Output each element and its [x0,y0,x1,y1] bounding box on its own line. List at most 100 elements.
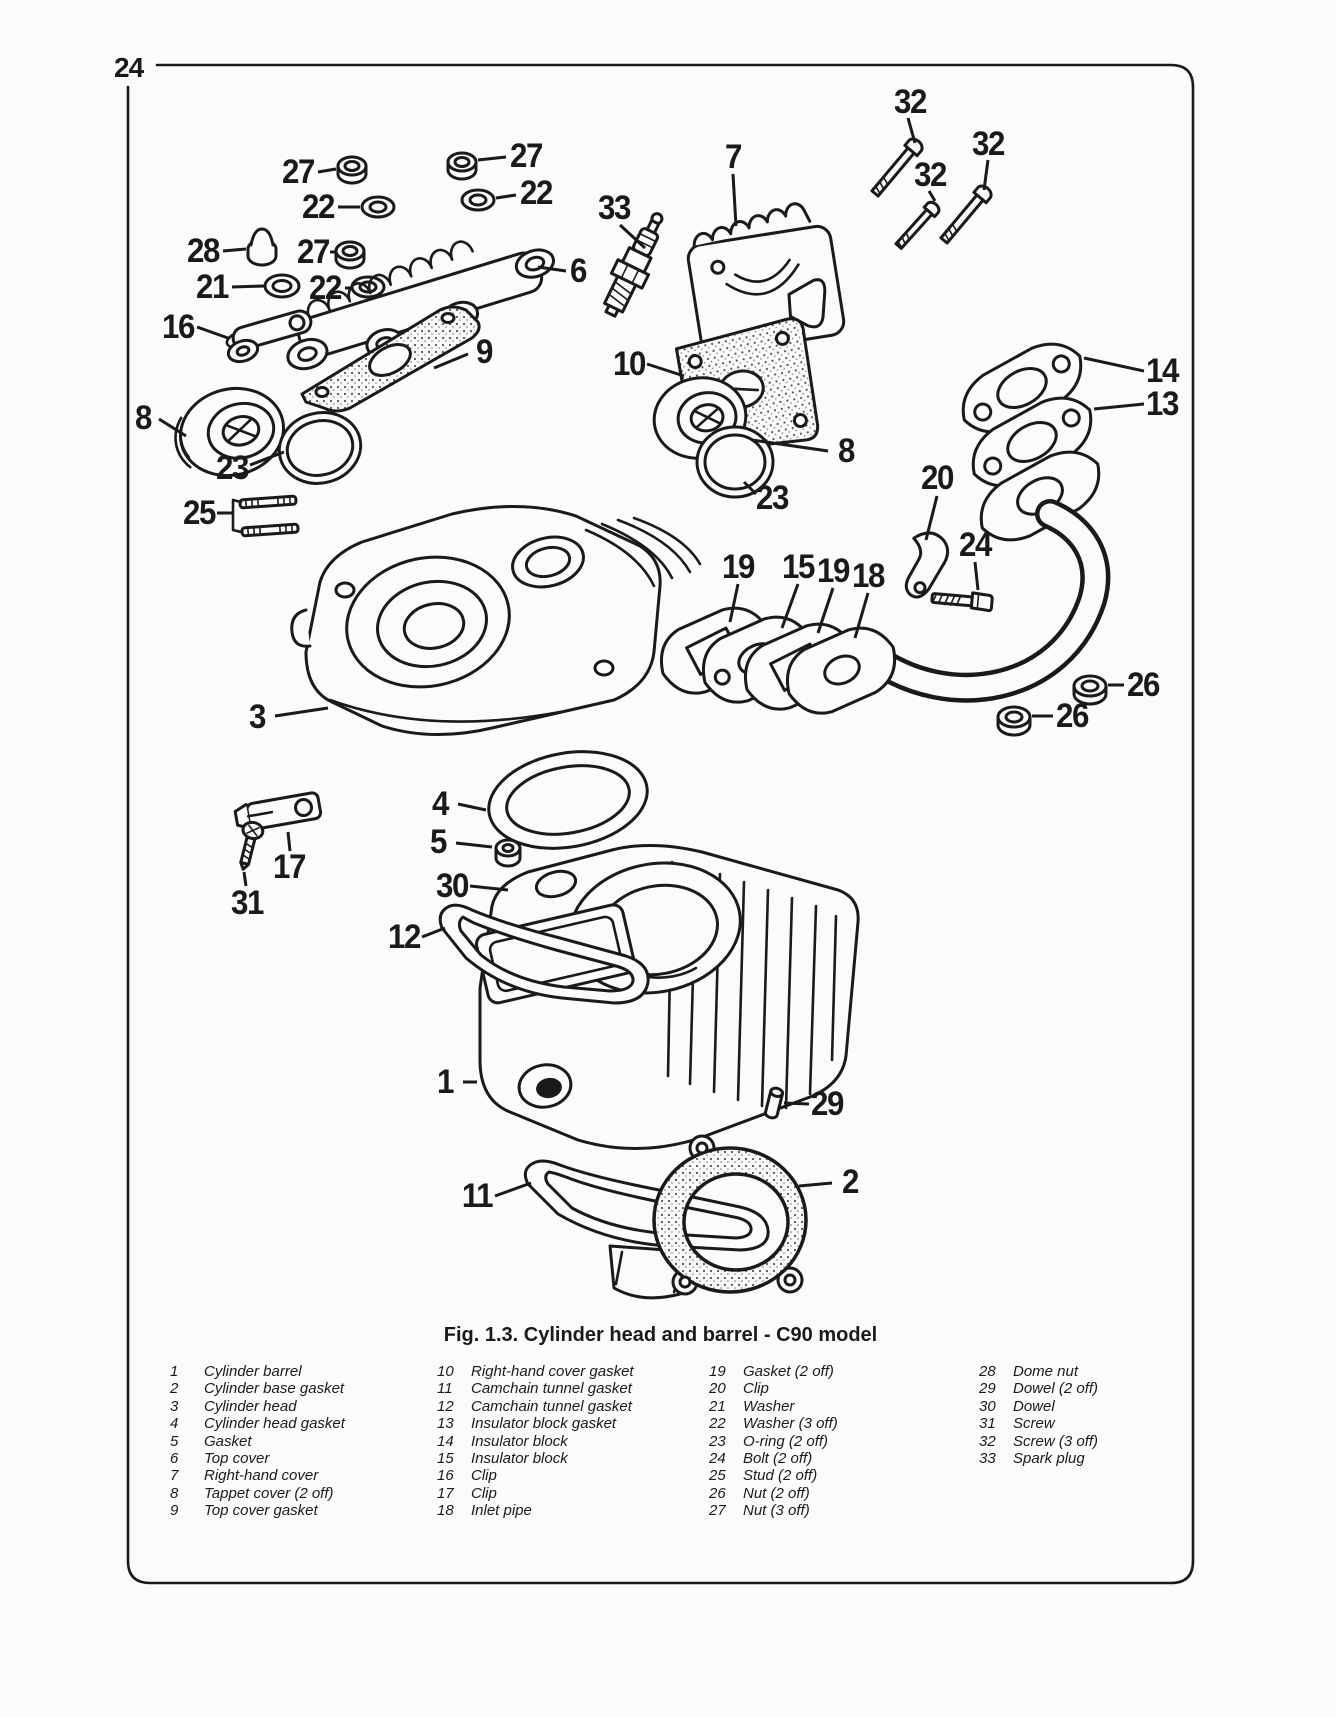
clip-16 [225,309,313,364]
figure-caption: Fig. 1.3. Cylinder head and barrel - C90… [443,1324,878,1346]
leader-line-17 [286,831,292,852]
studs-25 [231,494,300,538]
legend-item-number: 17 [437,1484,454,1502]
legend-item-number: 11 [437,1380,453,1398]
callout-32: 32 [971,125,1005,163]
callout-14: 14 [1145,352,1179,390]
legend-item-name: O-ring (2 off) [743,1432,829,1450]
legend-item-name: Camchain tunnel gasket [471,1380,632,1398]
washer-22-b [460,188,496,212]
leader-line-27 [477,155,507,162]
callout-32: 32 [913,156,947,194]
legend-item-number: 4 [170,1415,179,1433]
legend-item-name: Insulator block [471,1432,568,1450]
nut-27-c [334,240,366,270]
legend-item-number: 6 [170,1450,179,1468]
leader-line-12 [421,926,446,939]
legend-row: 17 Clip [437,1485,634,1502]
callout-33: 33 [597,189,631,227]
callout-19: 19 [721,548,755,586]
legend-item-name: Top cover gasket [204,1502,318,1520]
legend-item-name: Dome nut [1013,1363,1079,1380]
nut-27-b [446,151,478,181]
legend-item-number: 15 [437,1450,454,1468]
legend-item-name: Stud (2 off) [743,1467,818,1485]
legend-item-name: Inlet pipe [471,1502,532,1520]
inlet-pipe-flange [785,626,897,715]
legend-item-number: 21 [709,1397,726,1415]
leader-line-13 [1093,402,1145,411]
callout-21: 21 [195,268,229,306]
leader-line-19 [816,587,835,634]
spark-plug-33 [603,212,664,318]
leader-line-5 [455,841,493,849]
cylinder-head-gasket-4 [487,750,649,850]
legend-item-name: Cylinder barrel [204,1363,302,1380]
legend-item-number: 22 [709,1415,726,1433]
callout-28: 28 [186,232,220,270]
right-hand-cover-7 [686,202,846,356]
nut-27-a [336,155,368,185]
callout-20: 20 [920,459,954,497]
legend-item-name: Gasket [204,1432,252,1450]
screw-31 [239,820,265,871]
nut-26-a [1072,674,1108,706]
leader-line-3 [274,706,329,718]
bolt-24 [930,591,994,613]
clip-20 [904,531,950,599]
leader-lines [158,117,1145,1198]
callout-8: 8 [134,399,152,437]
callout-29: 29 [810,1085,844,1123]
legend-item-name: Gasket (2 off) [743,1363,834,1380]
leader-line-32 [982,159,990,191]
legend-item-name: Screw [1013,1415,1055,1433]
legend-item-name: Dowel (2 off) [1013,1380,1099,1398]
page-number: 24 [114,52,144,83]
cylinder-head-3 [290,505,702,737]
legend-item-number: 29 [979,1380,996,1398]
legend-item-number: 24 [709,1450,726,1468]
washer-21 [263,273,301,299]
callout-27: 27 [296,233,330,271]
top-cover-gasket-9 [300,305,481,413]
legend-item-name: Clip [471,1484,497,1502]
callout-12: 12 [387,918,421,956]
leader-line-8 [158,417,187,438]
legend-item-number: 10 [437,1363,454,1380]
callout-13: 13 [1145,385,1179,423]
leader-line-18 [853,592,870,639]
callout-6: 6 [569,252,587,290]
callout-27: 27 [281,153,315,191]
callout-11: 11 [461,1177,494,1215]
callout-3: 3 [248,698,266,736]
legend-item-name: Cylinder base gasket [204,1380,345,1398]
legend-item-name: Bolt (2 off) [743,1450,813,1468]
callout-16: 16 [161,308,195,346]
legend-item-name: Clip [471,1467,497,1485]
legend-item-number: 20 [709,1380,726,1398]
leader-line-15 [780,583,800,629]
leader-line-27 [317,167,337,174]
legend-item-number: 26 [709,1484,726,1502]
leader-line-24 [973,561,980,591]
callout-31: 31 [230,884,264,922]
leader-line-32 [906,117,917,144]
leader-line-8 [751,438,829,453]
callout-5: 5 [429,823,447,861]
callout-8: 8 [837,432,855,470]
callout-30: 30 [435,867,469,905]
